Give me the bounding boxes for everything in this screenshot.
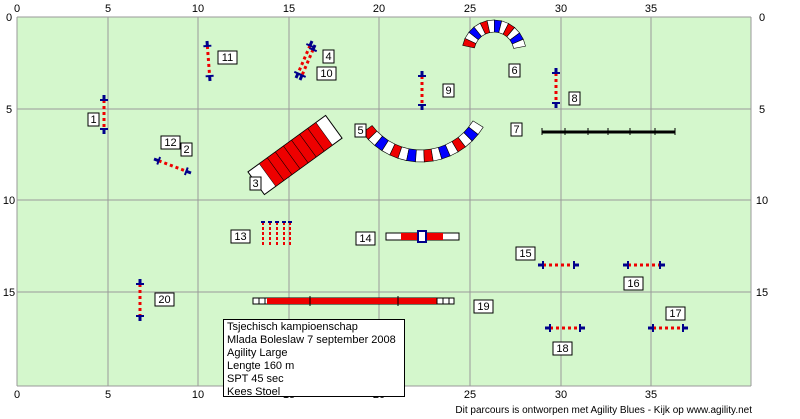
competition-name: Tsjechisch kampioenschap (227, 321, 358, 333)
obstacle-number-7: 7 (510, 122, 523, 137)
obstacle-number-3: 3 (249, 176, 262, 191)
y-tick-label-left: 0 (6, 12, 12, 24)
dogwalk-19 (252, 296, 455, 306)
class-name: Agility Large (227, 347, 288, 359)
jump-8 (552, 68, 560, 108)
svg-text:1: 1 (90, 114, 96, 126)
y-tick-label-right: 10 (756, 195, 768, 207)
obstacle-number-12: 12 (160, 135, 181, 150)
curved-tunnel-6 (462, 19, 526, 49)
svg-text:8: 8 (571, 93, 577, 105)
location-date: Mlada Boleslaw 7 september 2008 (227, 334, 396, 346)
y-tick-label-right: 0 (759, 12, 765, 24)
x-tick-label-top: 20 (373, 3, 385, 15)
jump-17 (648, 324, 688, 332)
jump-15 (538, 261, 579, 269)
svg-text:19: 19 (477, 301, 489, 313)
svg-text:20: 20 (158, 294, 170, 306)
svg-text:12: 12 (164, 137, 176, 149)
seesaw-14 (385, 230, 460, 243)
jump-11 (203, 40, 214, 82)
obstacle-number-2: 2 (180, 142, 193, 157)
obstacle-number-1: 1 (87, 112, 100, 127)
triple-bar-13 (261, 221, 292, 245)
svg-text:18: 18 (556, 343, 568, 355)
obstacle-number-17: 17 (665, 306, 686, 321)
y-tick-label-right: 15 (756, 287, 768, 299)
obstacle-number-11: 11 (217, 50, 238, 65)
axis-ticks: 0055101015152020252530303535005510101515 (3, 3, 768, 401)
obstacle-number-6: 6 (508, 63, 521, 78)
svg-text:13: 13 (234, 231, 246, 243)
obstacle-number-20: 20 (154, 292, 175, 307)
jump-18 (545, 324, 585, 332)
obstacle-number-18: 18 (552, 341, 573, 356)
svg-text:10: 10 (320, 68, 332, 80)
svg-text:7: 7 (513, 124, 519, 136)
svg-text:14: 14 (359, 233, 371, 245)
course-length: Lengte 160 m (227, 360, 295, 372)
jump-20 (136, 279, 144, 321)
tunnel-3 (247, 114, 343, 196)
svg-text:16: 16 (627, 278, 639, 290)
x-tick-label-top: 10 (192, 3, 204, 15)
x-tick-label-bottom: 0 (14, 389, 20, 401)
standard-time: SPT 45 sec (227, 373, 284, 385)
x-tick-label-top: 30 (555, 3, 567, 15)
x-tick-label-top: 15 (283, 3, 295, 15)
obstacle-number-8: 8 (568, 91, 581, 106)
jump-16 (623, 261, 665, 269)
judge-name: Kees Stoel (227, 386, 281, 398)
obstacle-number-4: 4 (322, 49, 335, 64)
obstacle-number-16: 16 (623, 276, 644, 291)
obstacle-number-14: 14 (355, 231, 376, 246)
svg-text:17: 17 (669, 308, 681, 320)
obstacle-number-15: 15 (515, 246, 536, 261)
x-tick-label-top: 0 (14, 3, 20, 15)
x-tick-label-top: 35 (645, 3, 657, 15)
jump-10 (297, 44, 318, 81)
jump-2 (153, 156, 192, 176)
svg-text:3: 3 (252, 178, 258, 190)
svg-text:5: 5 (357, 125, 363, 137)
x-tick-label-bottom: 30 (555, 389, 567, 401)
obstacle-number-9: 9 (442, 83, 455, 98)
course-info-box: Tsjechisch kampioenschap Mlada Boleslaw … (223, 319, 405, 398)
curved-tunnel-5 (362, 120, 484, 163)
x-tick-label-bottom: 25 (464, 389, 476, 401)
obstacle-number-19: 19 (473, 299, 494, 314)
y-tick-label-left: 15 (3, 287, 15, 299)
svg-text:11: 11 (222, 52, 233, 64)
obstacle-number-10: 10 (316, 66, 337, 81)
obstacle-number-13: 13 (230, 229, 251, 244)
svg-text:2: 2 (183, 144, 189, 156)
y-tick-label-left: 10 (3, 195, 15, 207)
svg-text:9: 9 (445, 85, 451, 97)
footer-credit: Dit parcours is ontworpen met Agility Bl… (455, 405, 752, 416)
y-tick-label-right: 5 (759, 104, 765, 116)
x-tick-label-bottom: 10 (192, 389, 204, 401)
jump-1 (100, 95, 108, 134)
x-tick-label-top: 5 (105, 3, 111, 15)
jump-9 (418, 71, 426, 110)
obstacles (100, 19, 688, 332)
svg-text:4: 4 (325, 51, 331, 63)
obstacle-number-5: 5 (354, 123, 367, 138)
y-tick-label-left: 5 (6, 104, 12, 116)
dogwalk-7 (541, 128, 676, 135)
x-tick-label-top: 25 (464, 3, 476, 15)
svg-text:6: 6 (511, 65, 517, 77)
x-tick-label-bottom: 35 (645, 389, 657, 401)
x-tick-label-bottom: 5 (105, 389, 111, 401)
svg-text:15: 15 (519, 248, 531, 260)
